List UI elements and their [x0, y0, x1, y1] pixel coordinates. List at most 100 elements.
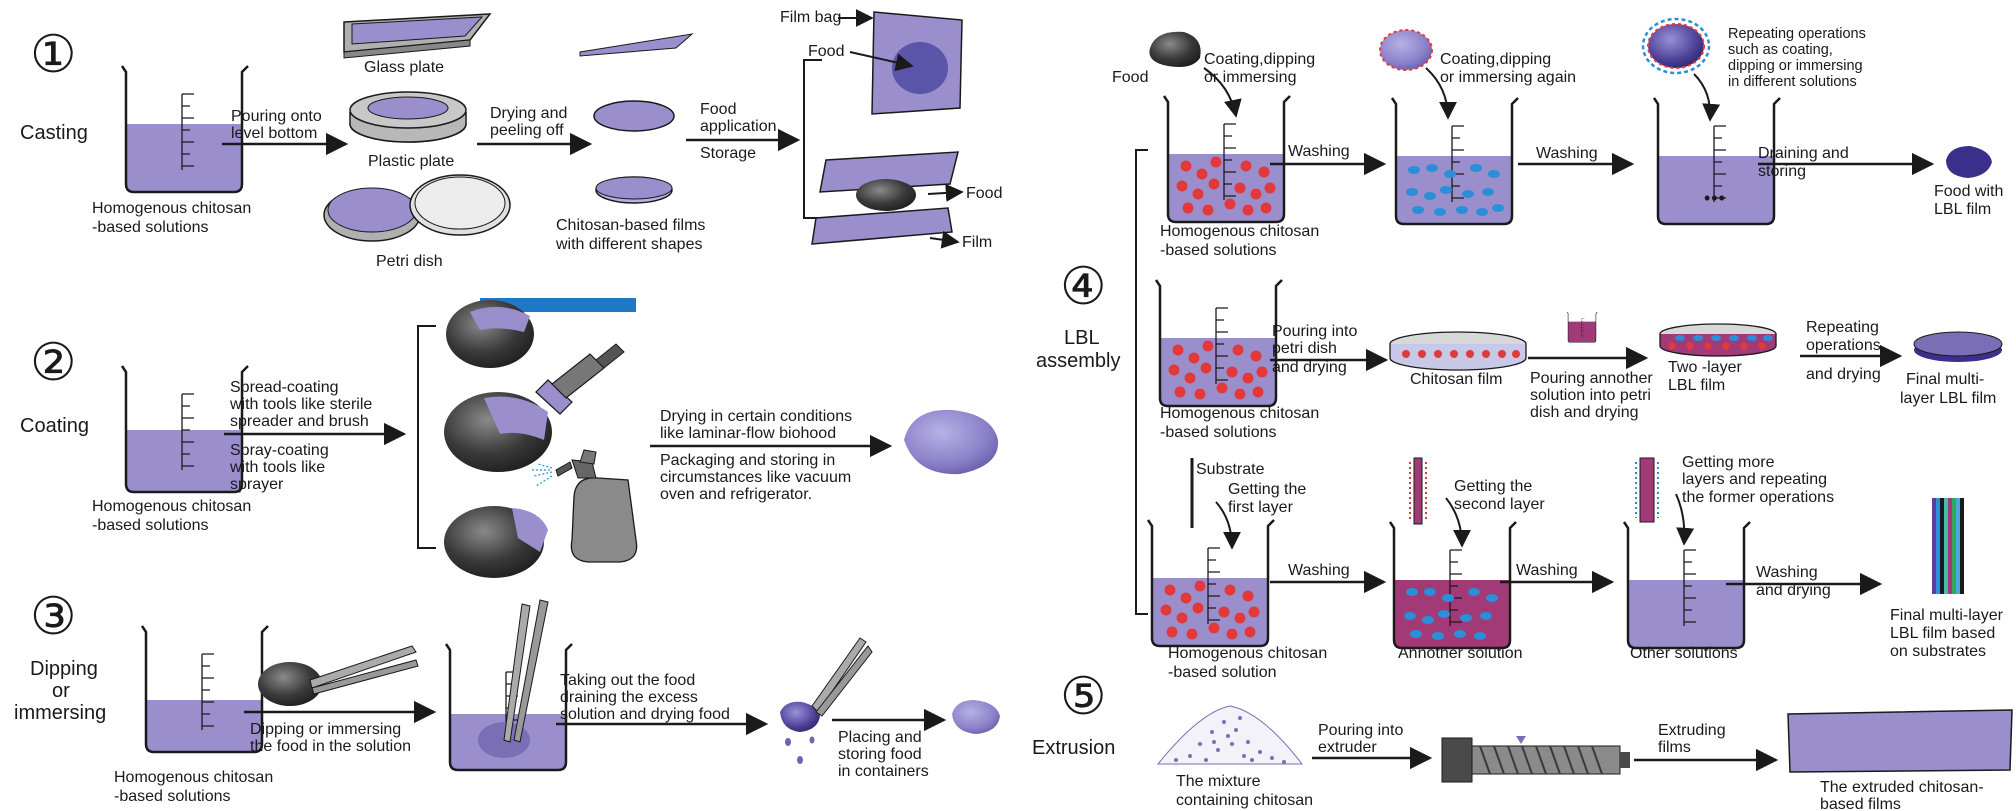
extrusion-number: ⑤ — [1060, 668, 1107, 726]
lbl-row2-pour-1: Pouring into — [1272, 323, 1357, 340]
casting-bracket — [803, 59, 822, 219]
lbl-row1-step3-2: such as coating, — [1728, 42, 1833, 58]
casting-number: ① — [30, 26, 77, 84]
lbl-row3-beaker-2 — [1388, 520, 1518, 650]
dripping-food — [780, 637, 873, 764]
dipping-title-3: immersing — [14, 702, 106, 724]
lbl-row3-beaker-label-1: Homogenous chitosan — [1168, 645, 1327, 662]
casting-arrow3-label-1: Food — [700, 101, 736, 118]
lbl-row1-drain-1: Draining and — [1758, 145, 1849, 162]
dipping-beaker — [140, 624, 270, 754]
lbl-row2-repeat-2: operations — [1806, 337, 1881, 354]
section-extrusion: ⑤ Extrusion The mixture containing chito… — [1032, 668, 2013, 811]
casting-arrow1-label-1: Pouring onto — [231, 108, 322, 125]
lbl-row2-pour2-2: solution into petri — [1530, 387, 1651, 404]
film-bag-label: Film bag — [780, 9, 841, 26]
two-layer-dish — [1659, 323, 1777, 357]
dipping-arrow2-label-3: solution and drying food — [560, 706, 730, 723]
extrusion-pour-1: Pouring into — [1318, 722, 1403, 739]
lbl-row3-wash1: Washing — [1288, 562, 1350, 579]
coating-arrow2-label2-3: oven and refrigerator. — [660, 486, 812, 503]
lbl-row2-two-layer-2: LBL film — [1668, 377, 1725, 394]
lbl-row2-small-beaker — [1566, 311, 1598, 343]
lbl-bracket — [1135, 149, 1148, 615]
extrusion-extrude-2: films — [1658, 739, 1691, 756]
wrapped-food — [811, 151, 959, 245]
lbl-row3-first-2: first layer — [1228, 499, 1294, 516]
coating-arrow2-label-1: Drying in certain conditions — [660, 408, 852, 425]
lbl-row1-drain-2: storing — [1758, 163, 1806, 180]
chitosan-film-dish — [1389, 331, 1527, 371]
lbl-row1-step3-4: in different solutions — [1728, 74, 1857, 90]
coating-beaker-label-2: -based solutions — [92, 517, 209, 534]
lbl-row1-step3-3: dipping or immersing — [1728, 58, 1863, 74]
lbl-row-2: Homogenous chitosan -based solutions Pou… — [1154, 278, 2003, 441]
lbl-row2-pour2-3: dish and drying — [1530, 404, 1639, 421]
extrusion-extrude-1: Extruding — [1658, 722, 1726, 739]
lbl-row1-arrow-in-3 — [1693, 73, 1721, 122]
lbl-row1-wash1: Washing — [1288, 143, 1350, 160]
lbl-row1-beaker-3 — [1652, 96, 1782, 226]
coating-arrow1-label-2: with tools like sterile — [229, 396, 372, 413]
extruded-film — [1787, 709, 2013, 773]
lbl-row1-arrow-in-2 — [1425, 67, 1457, 120]
lbl-row2-beaker-label-2: -based solutions — [1160, 424, 1277, 441]
film-label: Film — [962, 234, 992, 251]
glass-plate-label: Glass plate — [364, 59, 444, 76]
section-dipping: ③ Dipping or immersing Homogenous chitos… — [14, 588, 1000, 805]
lbl-row3-more-1: Getting more — [1682, 454, 1775, 471]
lbl-row1-result-1: Food with — [1934, 183, 2003, 200]
food2-label: Food — [966, 185, 1002, 202]
extruder — [1441, 736, 1630, 783]
lbl-row3-beaker — [1146, 518, 1276, 648]
lbl-row3-wash2: Washing — [1516, 562, 1578, 579]
final-substrate-film — [1932, 498, 1964, 594]
lbl-row1-step2-2: or immersing again — [1440, 69, 1576, 86]
extrusion-mixture-2: containing chitosan — [1176, 792, 1313, 809]
lbl-row3-more-2: layers and repeating — [1682, 471, 1827, 488]
mixture-pile — [1156, 705, 1304, 765]
round-film — [593, 100, 675, 132]
coating-number: ② — [30, 334, 77, 392]
lbl-row2-pour-3: and drying — [1272, 359, 1347, 376]
casting-arrow2-label-2: peeling off — [490, 122, 564, 139]
lbl-row3-wash3-2: and drying — [1756, 582, 1831, 599]
lbl-row2-and-drying: and drying — [1806, 366, 1881, 383]
coating-beaker-label-1: Homogenous chitosan — [92, 498, 251, 515]
extrusion-result-1: The extruded chitosan- — [1820, 779, 1984, 796]
lbl-row3-final-1: Final multi-layer — [1890, 607, 2004, 624]
food-brush — [444, 343, 625, 472]
lbl-row1-wash2: Washing — [1536, 145, 1598, 162]
plastic-plate — [349, 91, 467, 143]
plastic-plate-label: Plastic plate — [368, 153, 454, 170]
lbl-row1-step1-2: or immersing — [1204, 69, 1296, 86]
lbl-row3-arrow-in — [1215, 501, 1241, 550]
petri-dish-label: Petri dish — [376, 253, 443, 270]
lbl-row1-arrow-in — [1203, 67, 1242, 118]
lbl-row2-chitosan-film: Chitosan film — [1410, 371, 1502, 388]
dipping-arrow3-label-3: in containers — [838, 763, 929, 780]
lbl-food — [1149, 31, 1201, 67]
casting-beaker-label-1: Homogenous chitosan — [92, 200, 251, 217]
coating-arrow1-label-1: Spread-coating — [230, 379, 339, 396]
dipping-beaker-2 — [444, 599, 574, 772]
lbl-final-food — [1946, 146, 1992, 178]
lbl-row3-first-1: Getting the — [1228, 481, 1306, 498]
substrate-layered-2 — [1635, 457, 1659, 523]
coating-beaker — [120, 364, 250, 494]
lbl-row1-step1-1: Coating,dipping — [1204, 51, 1315, 68]
lbl-row2-two-layer-1: Two -layer — [1668, 359, 1742, 376]
coating-arrow2-label-2: like laminar-flow biohood — [660, 425, 836, 442]
lbl-number: ④ — [1060, 258, 1107, 316]
lbl-row3-final-3: on substrates — [1890, 643, 1986, 660]
lbl-row2-final-2: layer LBL film — [1900, 390, 1996, 407]
lbl-row3-more-3: the former operations — [1682, 489, 1834, 506]
lbl-row-3: Substrate Getting the first layer Homoge… — [1146, 454, 2004, 681]
glass-plate — [343, 13, 492, 59]
lbl-row3-beaker-label-2: -based solution — [1168, 664, 1277, 681]
lbl-row1-step3-1: Repeating operations — [1728, 26, 1866, 42]
dipping-arrow1-label-2: the food in the solution — [250, 738, 411, 755]
lbl-row3-final-2: LBL film based — [1890, 625, 1995, 642]
casting-beaker — [120, 64, 250, 194]
lbl-row2-beaker — [1154, 278, 1284, 408]
